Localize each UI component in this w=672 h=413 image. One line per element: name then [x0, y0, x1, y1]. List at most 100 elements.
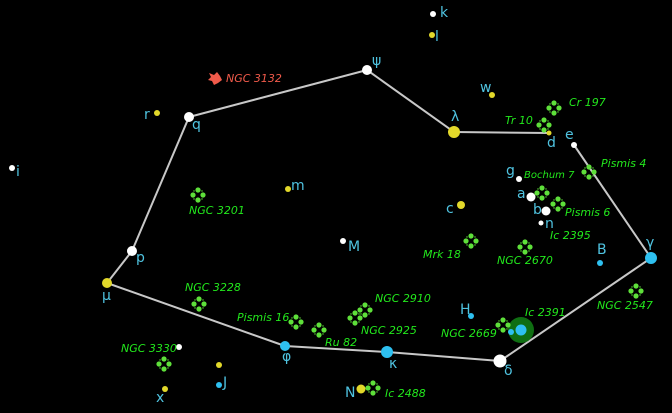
star-marker	[162, 386, 168, 392]
cluster-icon	[539, 195, 545, 201]
cluster-label: NGC 2547	[597, 299, 653, 312]
star-label: μ	[102, 288, 111, 304]
cluster-icon	[350, 313, 352, 315]
cluster-label: Pismis 4	[601, 157, 647, 170]
constellation-line	[106, 282, 286, 347]
cluster-icon	[466, 244, 468, 246]
star-marker	[285, 186, 291, 192]
star-marker	[468, 313, 474, 319]
star-label: q	[192, 117, 201, 133]
cluster-icon	[314, 333, 316, 335]
cluster-icon	[561, 207, 563, 209]
cluster-icon	[556, 105, 562, 111]
cluster-icon	[539, 120, 541, 122]
cluster-icon	[367, 307, 373, 313]
star-marker	[154, 110, 160, 116]
cluster-icon	[584, 167, 586, 169]
cluster-icon	[539, 128, 541, 130]
star-marker	[127, 246, 137, 256]
star-label: λ	[451, 109, 460, 125]
cluster-icon	[534, 190, 540, 196]
star-marker	[448, 126, 460, 138]
nebula-label[interactable]: NGC 3132	[226, 72, 282, 85]
star-marker	[280, 341, 290, 351]
cluster-icon	[201, 190, 203, 192]
cluster-icon	[551, 100, 557, 106]
star-label: k	[440, 5, 449, 21]
cluster-icon	[358, 321, 360, 323]
cluster-icon	[498, 320, 500, 322]
cluster-icon	[156, 361, 162, 367]
star-label: n	[545, 216, 554, 232]
cluster-icon	[321, 327, 327, 333]
star-label: b	[533, 202, 542, 218]
cluster-icon	[539, 185, 545, 191]
cluster-icon	[633, 293, 639, 299]
star-marker	[516, 176, 522, 182]
cluster-icon	[322, 333, 324, 335]
cluster-icon	[288, 319, 294, 325]
cluster-icon	[544, 190, 550, 196]
cluster-icon	[311, 327, 317, 333]
constellation-line	[106, 250, 133, 284]
star-marker	[489, 92, 495, 98]
star-label: H	[460, 302, 471, 318]
star-label: p	[136, 250, 145, 266]
cluster-icon	[584, 175, 586, 177]
cluster-icon	[463, 238, 469, 244]
cluster-icon	[316, 322, 322, 328]
cluster-icon	[639, 286, 641, 288]
cluster-icon	[549, 111, 551, 113]
cluster-icon	[201, 301, 207, 307]
star-label: κ	[389, 356, 398, 372]
star-label: e	[565, 127, 574, 143]
cluster-icon	[561, 199, 563, 201]
cluster-icon	[370, 380, 376, 386]
star-marker	[430, 11, 436, 17]
cluster-icon	[527, 244, 533, 250]
cluster-icon	[316, 332, 322, 338]
cluster-icon	[167, 359, 169, 361]
constellation-line	[284, 345, 388, 353]
star-marker	[381, 346, 393, 358]
cluster-icon	[357, 315, 363, 321]
cluster-icon	[500, 327, 506, 333]
cluster-icon	[376, 383, 378, 385]
star-marker	[508, 329, 514, 335]
cluster-icon	[633, 283, 639, 289]
cluster-icon	[553, 199, 555, 201]
cluster-icon	[550, 201, 556, 207]
cluster-icon	[546, 105, 552, 111]
cluster-label: Ic 2395	[550, 229, 591, 242]
cluster-icon	[537, 188, 539, 190]
star-marker	[526, 192, 536, 202]
star-marker	[457, 201, 465, 209]
star-label: d	[547, 135, 556, 151]
star-marker	[538, 220, 544, 226]
cluster-icon	[522, 239, 528, 245]
cluster-icon	[291, 325, 293, 327]
star-label: N	[345, 385, 356, 401]
planetary-nebula-icon	[208, 72, 222, 85]
cluster-icon	[368, 305, 370, 307]
cluster-icon	[201, 198, 203, 200]
cluster-label: NGC 2925	[361, 324, 417, 337]
cluster-icon	[628, 288, 634, 294]
cluster-icon	[520, 250, 522, 252]
star-label: x	[156, 390, 165, 406]
cluster-icon	[368, 383, 370, 385]
star-marker	[571, 142, 577, 148]
cluster-icon	[541, 117, 547, 123]
cluster-icon	[299, 325, 301, 327]
cluster-icon	[161, 366, 167, 372]
cluster-icon	[541, 127, 547, 133]
cluster-icon	[370, 390, 376, 396]
cluster-icon	[350, 321, 352, 323]
cluster-icon	[159, 359, 161, 361]
cluster-icon	[159, 367, 161, 369]
cluster-icon	[293, 314, 299, 320]
star-marker	[645, 252, 657, 264]
cluster-icon	[520, 242, 522, 244]
